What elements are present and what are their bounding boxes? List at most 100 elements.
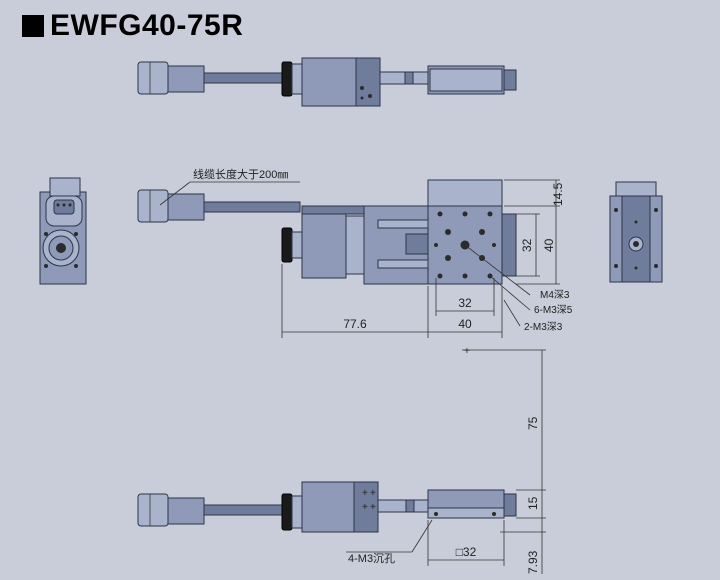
stage-hole [445,229,451,235]
top-connector-plug [137,61,169,95]
left-view-pin [56,203,60,207]
front-motor-flange [345,215,365,275]
right-view-disc-center [633,241,639,247]
callout-4m3-counterbore: 4-M3沉孔 [348,552,395,565]
callout-leader-m4 [464,244,531,296]
front-rail [377,219,429,229]
bottom-shaft [377,499,429,513]
left-view-socket [53,199,75,215]
bottom-connector-plug [137,493,169,527]
dim-14-5: 14.5 [551,182,565,206]
top-motor-end [355,57,381,107]
callout-m4-depth: M4深3 [540,289,570,301]
top-hole [368,94,372,98]
bottom-motor-end [353,481,379,533]
top-cable [203,72,283,84]
bottom-connector-body [167,497,205,525]
stage-hole [437,273,443,279]
front-cable [203,201,301,213]
left-view-pin [62,203,66,207]
front-rail [377,259,429,269]
plus-icon: + [362,488,368,499]
top-hole [360,86,364,90]
plus-icon: + [362,502,368,513]
left-view-disc-center [56,243,66,253]
front-motor [301,211,347,279]
bottom-view: + + + + + 75 15 7.93 [137,346,546,574]
left-view-hole [74,264,78,268]
bottom-knob-hub [291,495,303,529]
plus-icon: + [370,488,376,499]
stage-hole [462,211,468,217]
front-connector-body [167,193,205,221]
dim-32-right: 32 [520,238,534,252]
dim-40-bottom: 40 [458,317,472,331]
stage-hole [437,211,443,217]
top-shaft [379,71,429,85]
front-stage-side [501,213,517,277]
callout-2m3-depth: 2-M3深3 [524,321,563,333]
bottom-shaft-collar [405,499,415,513]
front-block [405,233,429,255]
front-knob-hub [291,231,303,259]
front-knob [281,227,293,263]
left-view-hole [44,264,48,268]
dim-40-right: 40 [542,238,556,252]
right-view-top [615,181,657,197]
callout-leader-2m3 [503,299,521,327]
stage-hole [434,243,438,247]
dim-15: 15 [526,496,540,510]
front-motor-cap [301,205,365,215]
right-view-hole [654,208,658,212]
dim-start-mark: + [464,346,470,357]
bottom-hole [434,512,438,516]
callout-leader-6m3 [489,275,531,311]
left-view-connector-top [49,177,81,197]
left-side-view [39,177,87,285]
bottom-slide-end [503,493,517,517]
top-knob-hub [291,63,303,95]
cable-note-text: 线缆长度大于200㎜ [193,167,288,181]
stage-hole [487,211,493,217]
top-connector-body [167,65,205,93]
dim-sq32: □32 [456,545,477,559]
top-slide-inner [429,68,503,92]
dim-75: 75 [526,416,540,430]
right-side-view [609,181,663,283]
right-view-hole [614,264,618,268]
plus-icon: + [370,502,376,513]
right-view-hole [614,208,618,212]
dim-32-bottom: 32 [458,296,472,310]
bottom-knob [281,493,293,531]
stage-hole [462,273,468,279]
top-hole [360,96,364,100]
cable-note-leader [159,181,191,206]
front-stage-top [427,179,503,207]
left-view-hole [74,232,78,236]
stage-hole [445,255,451,261]
callout-6m3-depth: 6-M3深5 [534,304,573,316]
right-view-hole [634,266,638,270]
bottom-hole [492,512,496,516]
page-title: EWFG40-75R [22,6,243,46]
dim-77-6: 77.6 [343,317,367,331]
top-shaft-collar [404,71,414,85]
left-view-hole [44,232,48,236]
top-knob [281,61,293,97]
right-view-hole [634,220,638,224]
front-view: 线缆长度大于200㎜ 14.5 32 40 77.6 40 32 [137,167,573,338]
stage-hole [479,229,485,235]
title-square-icon [22,15,44,37]
left-view-pin [68,203,72,207]
title-text: EWFG40-75R [50,9,244,42]
stage-hole [492,243,496,247]
bottom-cable [203,504,283,516]
front-connector-plug [137,189,169,223]
right-view-hole [654,264,658,268]
dim-7-93: 7.93 [526,550,540,574]
top-slide-end [503,69,517,91]
callout-leader-4m3 [411,519,433,553]
top-view [137,57,517,107]
